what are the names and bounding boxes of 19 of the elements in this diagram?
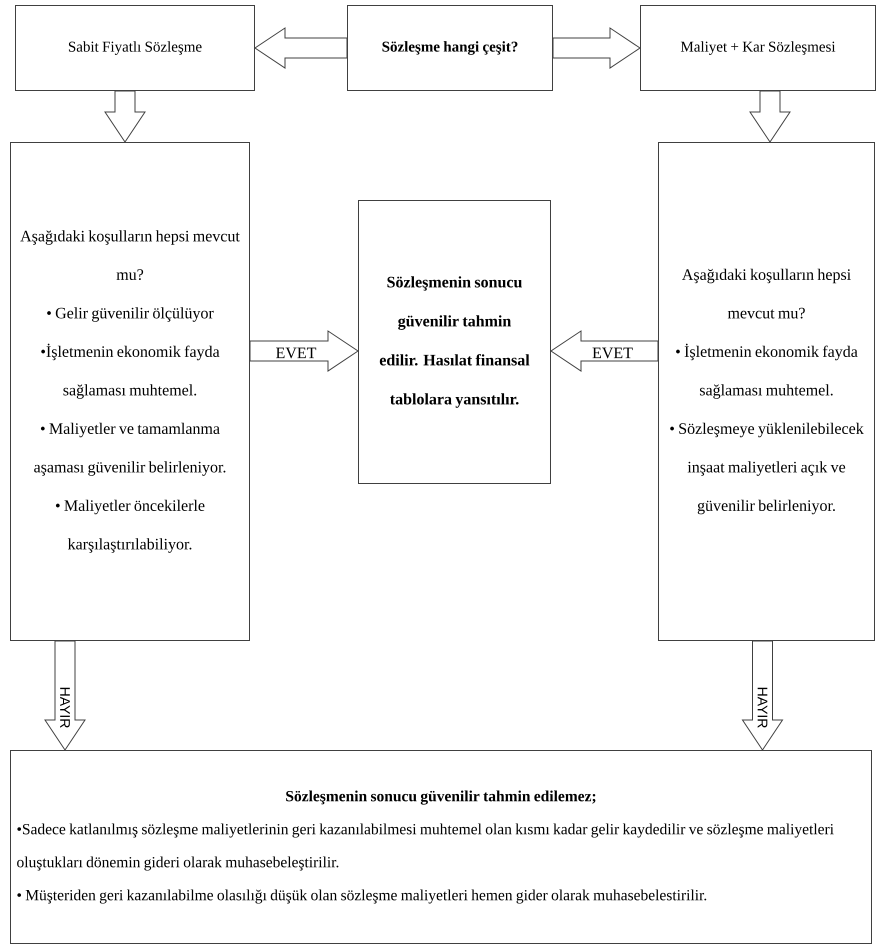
block-arrow xyxy=(550,330,658,372)
edge-label: EVET xyxy=(276,348,316,358)
block-arrow xyxy=(742,640,784,751)
text-box: Sözleşmenin sonucu güvenilir tahmin edilir. Hasılat finansal tablolara yansıtılır. xyxy=(358,200,551,484)
block-arrow xyxy=(250,330,359,372)
text-box: Sabit Fiyatlı Sözleşme xyxy=(15,5,255,91)
text-box: Maliyet + Kar Sözleşmesi xyxy=(640,5,876,91)
edge-label: HAYIR xyxy=(60,688,70,728)
text-box: Sözleşmenin sonucu güvenilir tahmin edilemez; •Sadece katlanılmış sözleşme maliyetlerinin geri kazanılabilmesi muhtemel olan kısmı kadar gelir kaydedilir ve sözleşme maliyetleri oluştukları dönemin gideri olarak muhasebeleştirilir. • Müşteriden geri kazanılabilme olasılığı düşük olan sözleşme maliyetleri hemen gider olarak muhasebelestirilir. xyxy=(10,750,872,944)
block-arrow xyxy=(104,90,146,143)
text-box: Aşağıdaki koşulların hepsi mevcut mu? • İşletmenin ekonomik fayda sağlaması muhtemel. • Sözleşmeye yüklenilebilecek inşaat maliyetleri açık ve güvenilir belirleniyor. xyxy=(658,142,875,641)
decision-box: Sözleşme hangi çeşit? xyxy=(347,5,553,91)
block-arrow xyxy=(44,640,86,751)
edge-label: HAYIR xyxy=(758,688,768,728)
block-arrow xyxy=(749,90,791,143)
block-arrow xyxy=(254,27,348,69)
text-box: Aşağıdaki koşulların hepsi mevcut mu? • Gelir güvenilir ölçülüyor •İşletmenin ekonomik fayda sağlaması muhtemel. • Maliyetler ve tamamlanma aşaması güvenilir belirleniyor. • Maliyetler öncekilerle karşılaştırılabiliyor. xyxy=(10,142,250,641)
block-arrow xyxy=(552,27,641,69)
edge-label: EVET xyxy=(592,348,633,358)
